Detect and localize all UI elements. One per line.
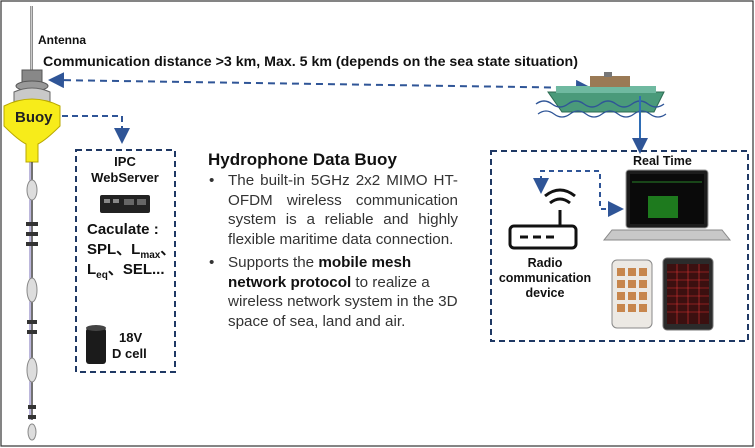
ipc-title-line1: IPC	[114, 154, 136, 169]
battery-image	[86, 325, 106, 364]
phone-image	[611, 259, 653, 329]
ipc-box	[75, 149, 176, 373]
bullet-marker: •	[209, 254, 215, 271]
calc-line2: SPL、Lmax、	[87, 241, 176, 261]
tablet-image	[662, 257, 714, 331]
bullet-marker: •	[209, 172, 215, 189]
buoy-ipc-connector	[62, 115, 130, 144]
radio-label-2: communication	[498, 271, 592, 285]
radio-label-1: Radio	[527, 256, 563, 270]
laptop-image	[602, 169, 732, 241]
ipc-title-line2: WebServer	[91, 170, 159, 185]
ipc-device-image	[100, 195, 150, 213]
buoy-label: Buoy	[15, 109, 53, 126]
distance-label: Communication distance >3 km, Max. 5 km …	[43, 54, 578, 70]
bullet-1-text: The built-in 5GHz 2x2 MIMO HT-OFDM wirel…	[228, 172, 458, 248]
bullet-2-pre: Supports the	[228, 254, 319, 271]
radio-label-3: device	[525, 286, 565, 300]
ship-image	[535, 72, 667, 118]
bullet-1: • The built-in 5GHz 2x2 MIMO HT-OFDM wir…	[206, 171, 458, 249]
battery-voltage: 18V	[119, 330, 143, 345]
realtime-box	[490, 150, 749, 342]
antenna-mast	[30, 6, 33, 76]
router-icon	[508, 188, 578, 250]
description-bullets: • The built-in 5GHz 2x2 MIMO HT-OFDM wir…	[206, 171, 458, 335]
antenna-label: Antenna	[38, 33, 86, 47]
bullet-2-post: to realize a wireless network system in …	[228, 273, 458, 330]
bullet-2: • Supports the mobile mesh network proto…	[206, 253, 458, 331]
bullet-2-bold: mobile mesh network protocol	[228, 254, 412, 291]
description-title: Hydrophone Data Buoy	[208, 150, 397, 169]
distance-arrow	[48, 72, 592, 96]
router-laptop-connector	[533, 170, 624, 217]
battery-type: D cell	[112, 346, 147, 361]
calc-line1: Caculate :	[87, 221, 159, 238]
buoy-graphic	[3, 69, 61, 441]
calc-line3: Leq、SEL...	[87, 261, 165, 281]
realtime-title: Real Time	[633, 154, 692, 168]
